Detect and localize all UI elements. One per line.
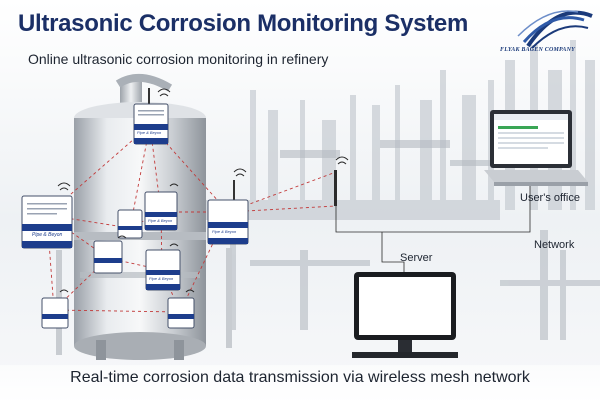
- sensor-brand-label: Pipe & Beyon: [32, 232, 63, 238]
- server-monitor-icon: [352, 272, 458, 358]
- users-office-label: User's office: [520, 192, 580, 204]
- sensor-node: [167, 297, 195, 329]
- network-label: Network: [534, 239, 575, 251]
- sensor-node: [93, 240, 123, 274]
- sensor-brand-label: Pipe & Beyon: [149, 276, 174, 281]
- company-logo: [517, 10, 593, 49]
- sensor-brand-label: Pipe & Beyon: [212, 229, 237, 234]
- sensor-node: [145, 249, 181, 291]
- laptop-icon: [484, 110, 588, 186]
- sensor-node: [21, 195, 73, 249]
- page-subtitle: Online ultrasonic corrosion monitoring i…: [28, 51, 329, 67]
- globe-swoosh-icon: [517, 10, 593, 49]
- sensor-node: [41, 297, 69, 329]
- footer-band: [0, 365, 600, 400]
- sensor-brand-label: Pipe & Beyon: [137, 130, 162, 135]
- footer-caption: Real-time corrosion data transmission vi…: [70, 369, 530, 386]
- sensor-node: [144, 191, 178, 231]
- company-name: FLYAK BAGEN COMPANY: [500, 47, 576, 53]
- sensor-node: [207, 199, 249, 245]
- sensor-node: [133, 103, 169, 145]
- sensor-brand-label: Pipe & Beyon: [148, 218, 173, 223]
- wireless-signal-icon: [57, 88, 349, 293]
- sensor-node: [117, 209, 143, 239]
- page-title: Ultrasonic Corrosion Monitoring System: [18, 10, 468, 37]
- server-label: Server: [400, 252, 433, 264]
